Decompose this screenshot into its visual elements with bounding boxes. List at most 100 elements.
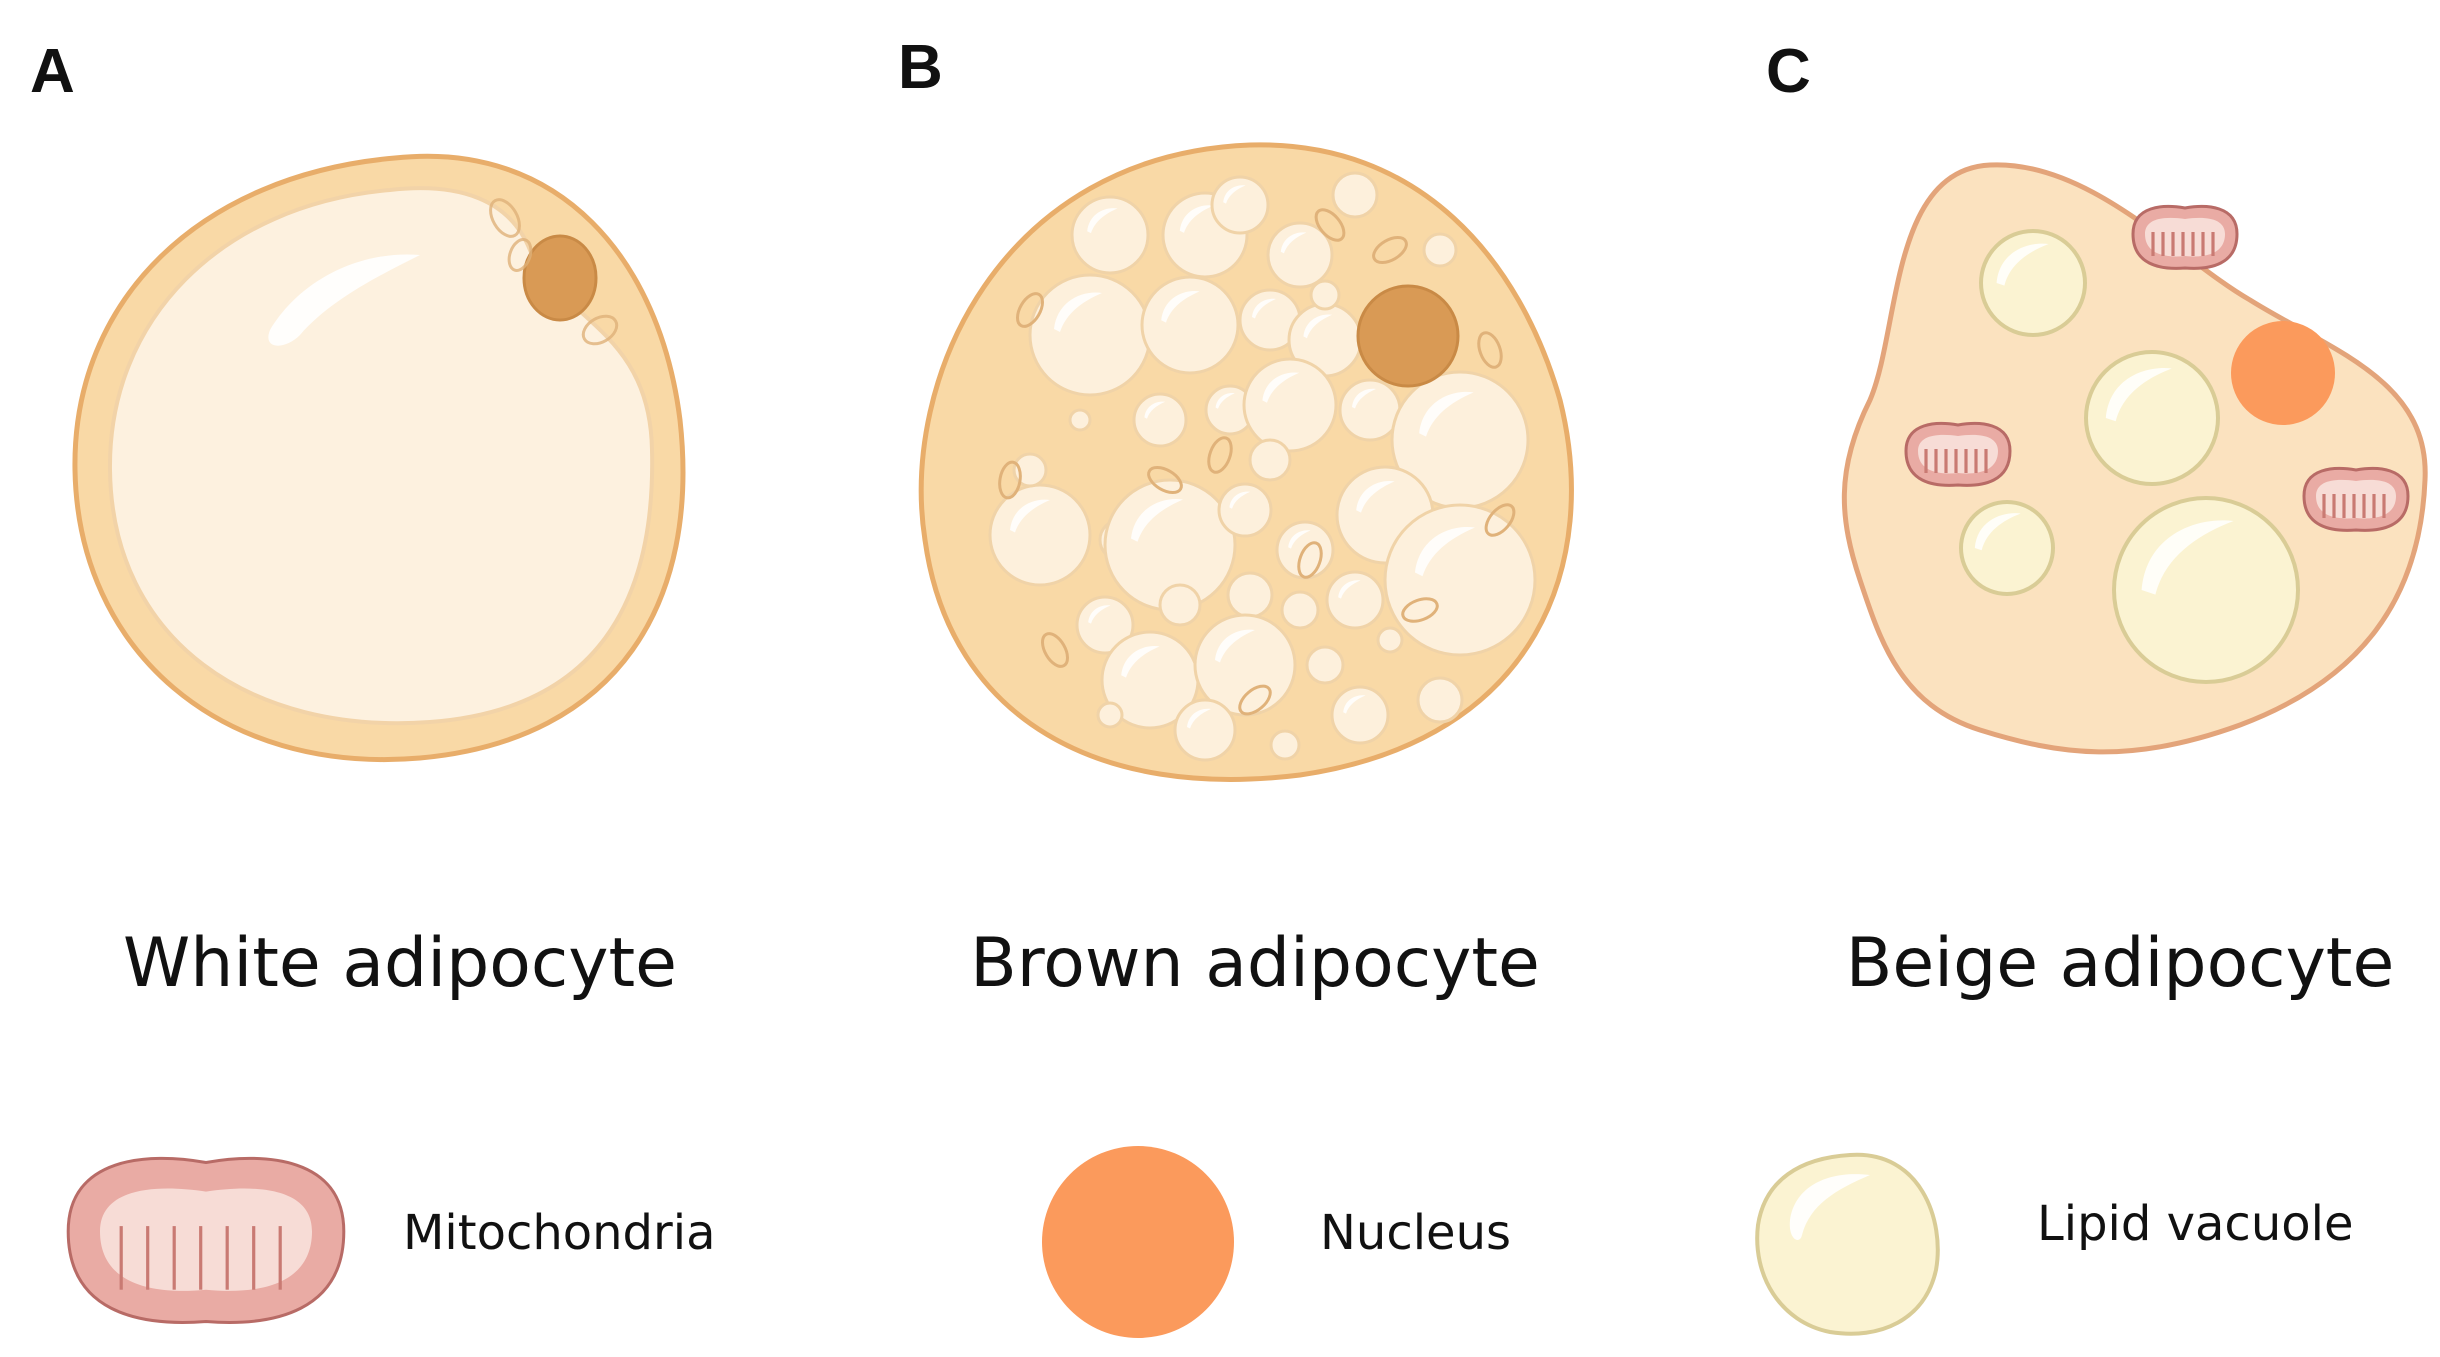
brown-droplet-highlight (1352, 388, 1376, 409)
beige-nucleus (2231, 321, 2335, 425)
beige-vacuole-highlight (2105, 368, 2172, 422)
brown-lipid-droplet (1305, 645, 1345, 685)
brown-mitochondrion (1372, 236, 1408, 264)
mitochondria-icon (66, 1156, 346, 1324)
beige-vacuole-highlight (1974, 513, 2021, 551)
brown-droplet-highlight (1419, 391, 1474, 437)
brown-mitochondrion (1207, 436, 1233, 474)
brown-lipid-droplet (1422, 232, 1458, 268)
brown-lipid-droplet (1210, 175, 1270, 235)
brown-lipid-droplet (1266, 221, 1334, 289)
brown-lipid-droplet (1331, 171, 1379, 219)
brown-lipid-droplet (1217, 482, 1273, 538)
brown-mitochondrion (1297, 541, 1323, 579)
legend-label-nucleus: Nucleus (1320, 1205, 1512, 1261)
beige-mitochondrion (2131, 204, 2239, 270)
brown-droplet-highlight (1131, 499, 1183, 542)
brown-lipid-droplet (1075, 595, 1135, 655)
brown-lipid-droplet (1132, 392, 1188, 448)
brown-droplet-highlight (1288, 530, 1311, 549)
brown-lipid-droplet (1242, 357, 1338, 453)
lipid-vacuole-icon (1755, 1152, 1940, 1336)
brown-mitochondrion (1477, 331, 1503, 369)
brown-lipid-droplet (988, 483, 1092, 587)
brown-lipid-droplets (988, 171, 1537, 762)
brown-lipid-droplet (1096, 701, 1124, 729)
brown-mitochondrion (1314, 208, 1346, 242)
beige-mitochondria (1904, 204, 2410, 532)
white-nucleus (522, 234, 598, 322)
brown-lipid-droplet (1070, 195, 1150, 275)
brown-droplet-highlight (1179, 205, 1214, 233)
brown-mitochondrion (1016, 292, 1044, 328)
beige-mitochondrion (1904, 421, 2012, 487)
brown-droplet-highlight (1280, 232, 1307, 254)
brown-droplet-highlight (1229, 491, 1251, 509)
beige-lipid-vacuole (2084, 350, 2220, 486)
beige-vacuole-highlight (2141, 520, 2234, 595)
brown-lipid-droplet (1158, 583, 1202, 627)
brown-mitochondrion (1401, 597, 1439, 623)
brown-droplet-highlight (1415, 526, 1475, 577)
brown-lipid-droplet (1383, 503, 1537, 657)
brown-droplet-highlight (1262, 372, 1300, 403)
brown-droplet-highlight (1144, 401, 1166, 419)
panel-letter-c: C (1766, 37, 1811, 106)
brown-droplet-highlight (1338, 580, 1361, 599)
white-adipocyte-cell (72, 153, 686, 762)
brown-droplet-highlight (1303, 314, 1333, 339)
brown-lipid-droplet (1309, 279, 1341, 311)
brown-lipid-droplet (1325, 570, 1385, 630)
brown-lipid-droplet (1248, 438, 1292, 482)
brown-lipid-droplet (1416, 676, 1464, 724)
brown-droplet-highlight (1215, 629, 1255, 663)
caption-white-adipocyte: White adipocyte (123, 924, 677, 1003)
beige-adipocyte-cell (1841, 162, 2428, 755)
brown-lipid-droplet (1269, 729, 1301, 761)
beige-lipid-vacuole (2112, 496, 2300, 684)
brown-lipid-droplet (1140, 275, 1240, 375)
brown-droplet-highlight (1010, 499, 1050, 533)
brown-lipid-droplet (1012, 452, 1048, 488)
brown-adipocyte-cell (918, 142, 1574, 782)
brown-droplet-highlight (1215, 393, 1235, 409)
mitochondria-legend-shape (66, 1156, 346, 1324)
brown-lipid-droplet (1376, 626, 1404, 654)
beige-vacuole-highlight (1996, 243, 2049, 286)
beige-mitochondrion (2302, 466, 2410, 532)
brown-droplet-highlight (1161, 291, 1200, 323)
brown-lipid-droplet (1226, 571, 1274, 619)
brown-lipid-droplet (1173, 698, 1237, 762)
brown-mitochondrion (1147, 466, 1183, 494)
brown-mitochondrion (1238, 684, 1272, 716)
brown-droplet-highlight (1088, 605, 1111, 624)
brown-droplet-highlight (1187, 708, 1211, 729)
beige-lipid-vacuole (1979, 229, 2087, 337)
panel-letter-a: A (30, 37, 75, 106)
white-cell-mitochondria (489, 198, 619, 346)
white-droplet-highlight (268, 254, 420, 346)
brown-droplet-highlight (1121, 646, 1160, 678)
panel-letter-b: B (898, 33, 943, 102)
caption-beige-adipocyte: Beige adipocyte (1845, 924, 2395, 1003)
brown-mitochondrion (1041, 632, 1069, 668)
caption-brown-adipocyte: Brown adipocyte (970, 924, 1540, 1003)
legend-label-mitochondria: Mitochondria (403, 1205, 716, 1261)
brown-lipid-droplet (1068, 408, 1092, 432)
brown-droplet-highlight (1087, 208, 1118, 234)
beige-lipid-vacuoles (1959, 229, 2300, 684)
legend-label-lipid-vacuole: Lipid vacuole (2037, 1196, 2354, 1252)
beige-lipid-vacuole (1959, 500, 2055, 596)
brown-nucleus (1356, 284, 1460, 388)
brown-droplet-highlight (1223, 185, 1246, 204)
brown-droplet-highlight (1252, 298, 1276, 319)
brown-mitochondrion (998, 460, 1022, 500)
brown-lipid-droplet (1280, 590, 1320, 630)
brown-droplet-highlight (1343, 695, 1366, 714)
brown-droplet-highlight (1356, 481, 1395, 513)
brown-mitochondrion (1484, 503, 1516, 537)
nucleus-icon (1042, 1146, 1234, 1338)
brown-lipid-droplet (1330, 685, 1390, 745)
